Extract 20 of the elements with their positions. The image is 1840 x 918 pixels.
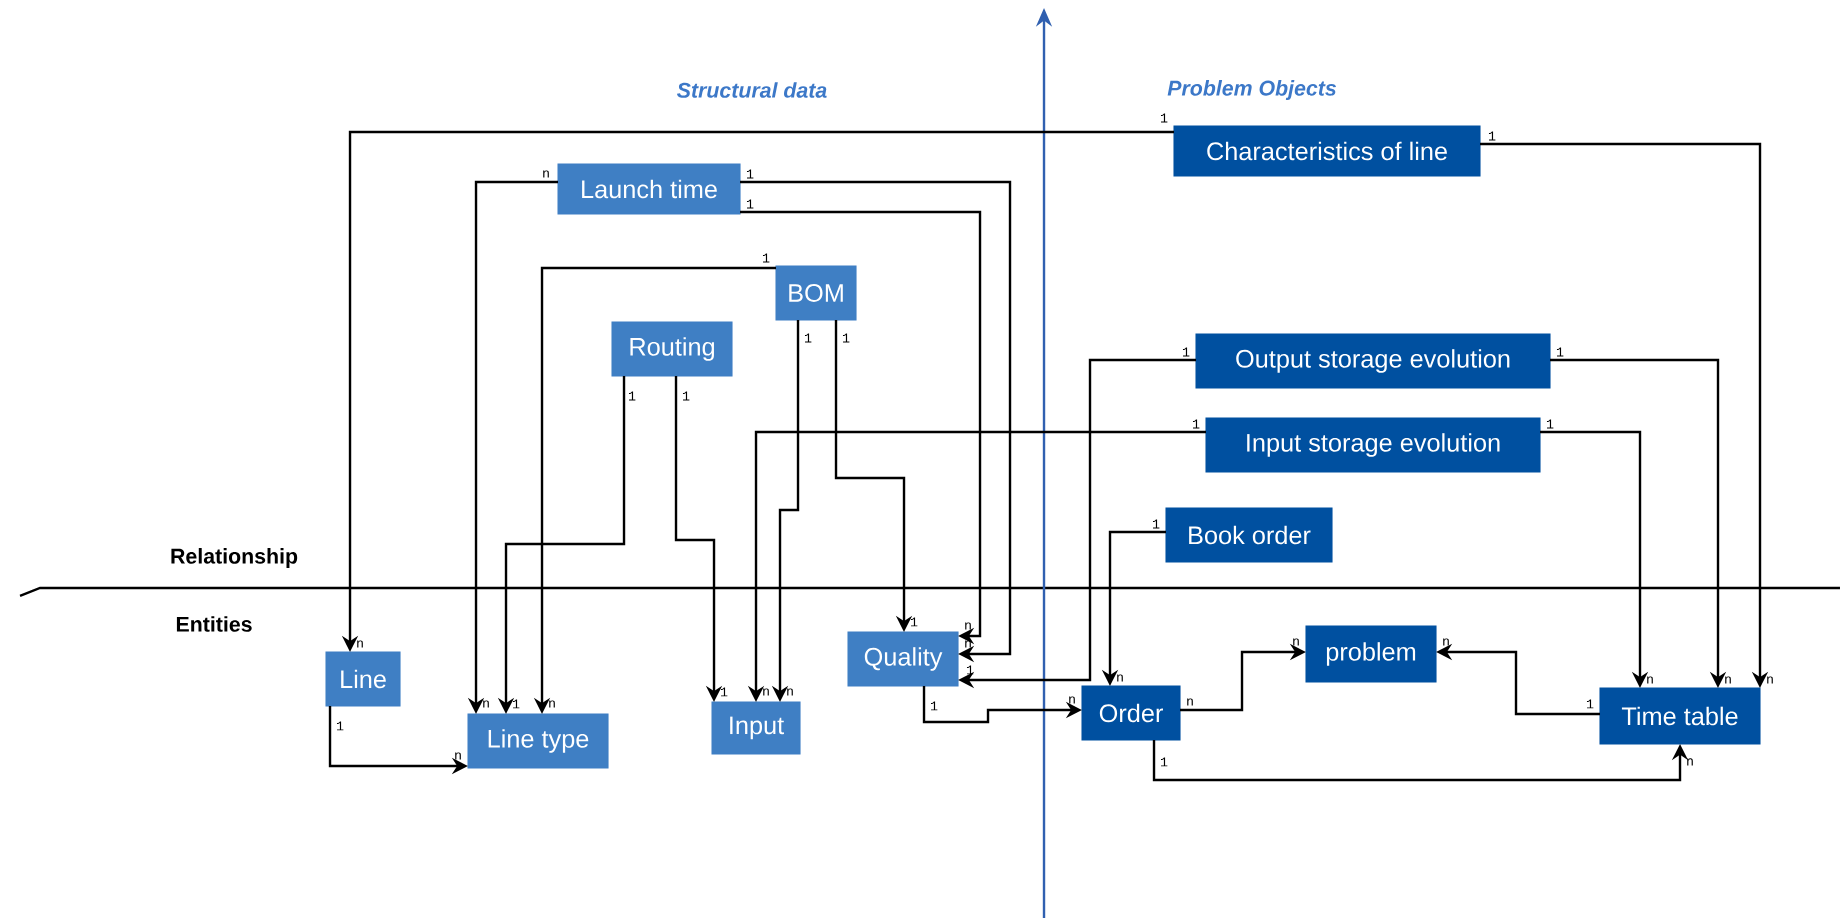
entity-box: Time table <box>1599 687 1761 745</box>
entity-box: Launch time <box>557 163 741 215</box>
entity-box: Order <box>1081 685 1181 741</box>
entity-box: Input storage evolution <box>1205 417 1541 473</box>
entity-box: BOM <box>775 265 857 321</box>
entity-box: problem <box>1305 625 1437 683</box>
entity-box: Input <box>711 701 801 755</box>
entity-box: Line <box>325 651 401 707</box>
section-heading: Structural data <box>677 82 827 98</box>
section-heading: Problem Objects <box>1167 80 1336 100</box>
entity-box: Characteristics of line <box>1173 125 1481 177</box>
entity-box: Output storage evolution <box>1195 333 1551 389</box>
layer-label: Relationship <box>171 548 298 568</box>
entity-box: Book order <box>1165 507 1333 563</box>
entity-box: Line type <box>467 713 609 769</box>
layer-label: Entities <box>176 616 252 632</box>
entity-box: Quality <box>847 631 959 687</box>
connector-arrow <box>740 210 982 645</box>
entity-box: Routing <box>611 321 733 377</box>
connector-arrow <box>740 180 1012 663</box>
